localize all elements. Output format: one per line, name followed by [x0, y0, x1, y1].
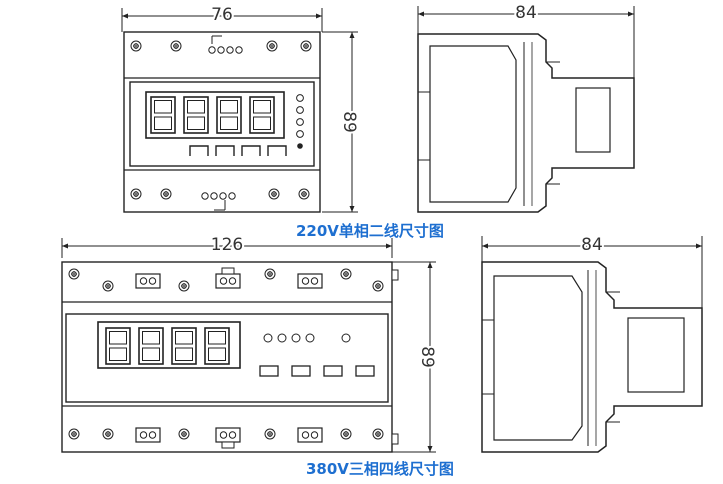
terminal-screw [139, 431, 148, 439]
key-button [259, 365, 279, 377]
terminal-screw [310, 277, 319, 285]
screw-icon [160, 188, 172, 200]
terminal-screw [310, 431, 319, 439]
screw-icon [372, 428, 384, 440]
terminal-tab [221, 441, 235, 449]
three-phase-depth-label: 84 [581, 235, 603, 255]
indicator-led [305, 333, 315, 343]
indicator-led [263, 333, 273, 343]
screw-icon [130, 188, 142, 200]
terminal-screw [139, 277, 148, 285]
key-button [267, 145, 287, 156]
terminal-block [297, 427, 323, 443]
single-phase-depth-label: 84 [515, 3, 537, 23]
terminal-screw [219, 192, 227, 200]
digit-segment [171, 327, 197, 365]
three-phase-height-label: 89 [417, 346, 437, 368]
indicator-led [277, 333, 287, 343]
indicator-led [291, 333, 301, 343]
indicator-led [297, 143, 303, 149]
screw-icon [170, 40, 182, 52]
screw-icon [264, 268, 276, 280]
indicator-led [296, 106, 304, 114]
terminal-block [135, 273, 161, 289]
terminal-screw [301, 431, 310, 439]
screw-icon [130, 40, 142, 52]
screw-icon [68, 268, 80, 280]
terminal-screw [235, 46, 243, 54]
single-phase-side-view: 84 [417, 1, 635, 213]
digit-segment [249, 96, 275, 134]
key-button [355, 365, 375, 377]
terminal-screw [148, 277, 157, 285]
single-phase-caption: 220V单相二线尺寸图 [296, 222, 444, 240]
repeated-parts [68, 40, 384, 449]
screw-icon [102, 280, 114, 292]
terminal-block [215, 273, 241, 289]
terminal-screw [210, 192, 218, 200]
three-phase-caption: 380V三相四线尺寸图 [306, 460, 454, 478]
terminal-screw [201, 192, 209, 200]
terminal-screw [148, 431, 157, 439]
screw-icon [300, 40, 312, 52]
indicator-led [296, 118, 304, 126]
terminal-screw [228, 192, 236, 200]
key-button [241, 145, 261, 156]
terminal-block [297, 273, 323, 289]
screw-icon [340, 268, 352, 280]
terminal-screw [217, 46, 225, 54]
digit-segment [183, 96, 209, 134]
screw-icon [68, 428, 80, 440]
screw-icon [298, 188, 310, 200]
key-button [323, 365, 343, 377]
screw-icon [372, 280, 384, 292]
screw-icon [266, 40, 278, 52]
screw-icon [178, 428, 190, 440]
screw-icon [268, 188, 280, 200]
digit-segment [105, 327, 131, 365]
single-phase-width-label: 76 [211, 5, 233, 25]
indicator-led [296, 130, 304, 138]
terminal-screw [208, 46, 216, 54]
digit-segment [138, 327, 164, 365]
terminal-screw [228, 431, 237, 439]
terminal-block [215, 427, 241, 443]
terminal-screw [228, 277, 237, 285]
terminal-screw [219, 277, 228, 285]
terminal-block [135, 427, 161, 443]
digit-segment [150, 96, 176, 134]
screw-icon [102, 428, 114, 440]
indicator-led [341, 333, 351, 343]
screw-icon [178, 280, 190, 292]
three-phase-width-label: 126 [211, 235, 243, 255]
key-button [215, 145, 235, 156]
single-phase-height-label: 89 [339, 111, 359, 133]
screw-icon [264, 428, 276, 440]
terminal-tab [221, 267, 235, 275]
digit-segment [216, 96, 242, 134]
terminal-screw [226, 46, 234, 54]
key-button [291, 365, 311, 377]
key-button [189, 145, 209, 156]
screw-icon [340, 428, 352, 440]
terminal-screw [219, 431, 228, 439]
indicator-led [296, 94, 304, 102]
terminal-screw [301, 277, 310, 285]
digit-segment [204, 327, 230, 365]
three-phase-side-view: 84 [481, 233, 703, 453]
